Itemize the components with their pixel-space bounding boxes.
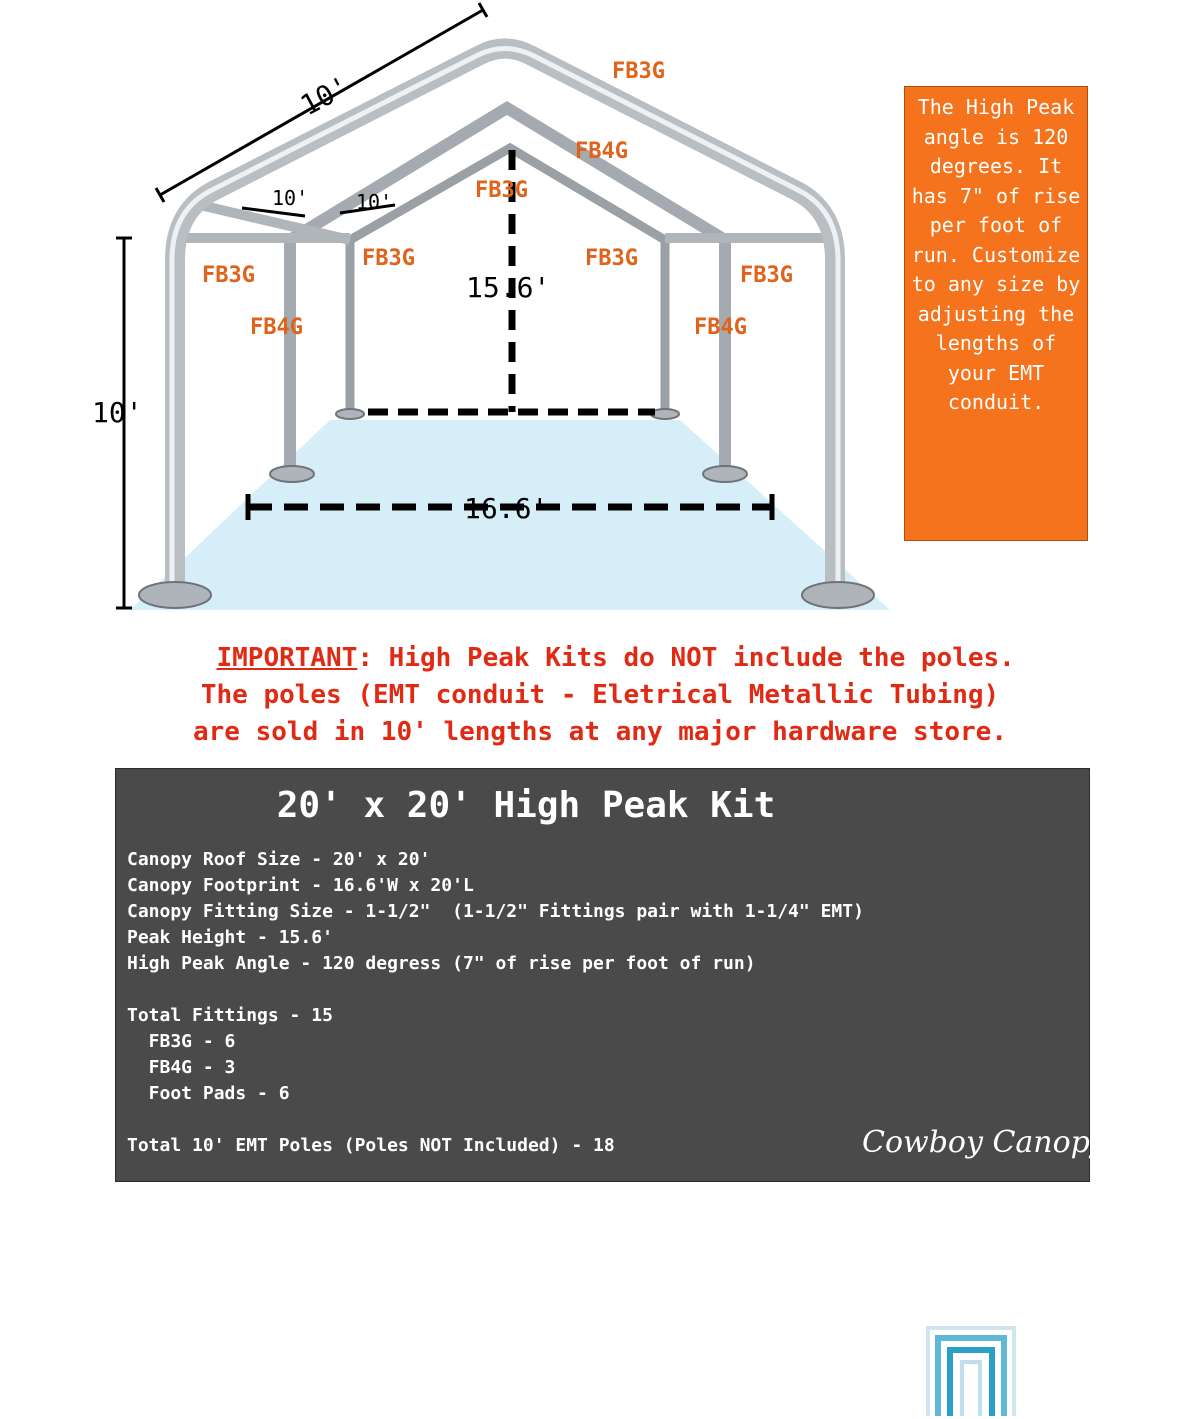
spec-line: Canopy Fitting Size - 1-1/2" (1-1/2" Fit…: [127, 901, 864, 922]
spec-line: Foot Pads - 6: [127, 1083, 290, 1104]
peak-angle-note: The High Peak angle is 120 degrees. It h…: [904, 86, 1088, 541]
spec-line: FB4G - 3: [127, 1057, 236, 1078]
fitting-label-fb4g-middle: FB4G: [575, 139, 628, 164]
dimension-rafter-b: 10': [356, 190, 392, 214]
spec-line: FB3G - 6: [127, 1031, 236, 1052]
spec-line: [127, 977, 864, 1003]
dimension-width: 16.6': [464, 492, 548, 525]
foot-pad: [138, 581, 212, 609]
important-notice: IMPORTANT: High Peak Kits do NOT include…: [0, 640, 1200, 751]
kit-spec-title: 20' x 20' High Peak Kit: [276, 785, 776, 826]
fitting-label-fb3g-left-inner: FB3G: [362, 246, 415, 271]
spec-line: Total 10' EMT Poles (Poles NOT Included)…: [127, 1135, 615, 1156]
dimension-peak-height: 15.6': [466, 271, 550, 304]
kit-spec-list: Canopy Roof Size - 20' x 20' Canopy Foot…: [127, 847, 864, 1159]
fitting-label-fb4g-right: FB4G: [694, 315, 747, 340]
floor-area: [130, 420, 890, 610]
spec-line: Total Fittings - 15: [127, 1005, 333, 1026]
foot-pad: [801, 581, 875, 609]
middle-frame: [284, 100, 731, 476]
foot-pad: [269, 465, 315, 483]
important-line-1-text: : High Peak Kits do NOT include the pole…: [357, 643, 1015, 673]
peak-angle-note-text: The High Peak angle is 120 degrees. It h…: [911, 95, 1081, 414]
canopy-frame-diagram: FB3G FB4G FB3G FB3G FB3G FB3G FB3G FB4G …: [92, 2, 890, 610]
side-rails: [185, 200, 830, 245]
kit-spec-panel: 20' x 20' High Peak Kit Canopy Roof Size…: [115, 768, 1090, 1416]
fitting-label-fb3g-right-outer: FB3G: [740, 263, 793, 288]
fitting-label-fb3g-inner-peak: FB3G: [475, 178, 528, 203]
dimension-lines: [116, 2, 775, 610]
back-frame: [345, 142, 670, 417]
spec-line: Canopy Roof Size - 20' x 20': [127, 849, 431, 870]
spec-line: [127, 1107, 864, 1133]
fitting-label-fb3g-peak: FB3G: [612, 59, 665, 84]
important-line-2: The poles (EMT conduit - Eletrical Metal…: [200, 680, 1000, 710]
spec-line: Peak Height - 15.6': [127, 927, 333, 948]
foot-pads: [138, 408, 875, 609]
dimension-side-height: 10': [92, 396, 143, 429]
cowboy-canopy-logo-text: Cowboy Canopy: [862, 1125, 1107, 1160]
dimension-rafter-a: 10': [272, 186, 308, 210]
important-line-3: are sold in 10' lengths at any major har…: [193, 717, 1007, 747]
fitting-label-fb3g-left-outer: FB3G: [202, 263, 255, 288]
foot-pad: [335, 408, 365, 420]
fitting-label-fb3g-right-inner: FB3G: [585, 246, 638, 271]
spec-line: Canopy Footprint - 16.6'W x 20'L: [127, 875, 474, 896]
cowboy-canopy-logo-icon: [926, 1326, 1016, 1416]
foot-pad: [702, 465, 748, 483]
spec-line: High Peak Angle - 120 degress (7" of ris…: [127, 953, 756, 974]
important-lead: IMPORTANT: [216, 643, 358, 673]
fitting-label-fb4g-left: FB4G: [250, 315, 303, 340]
important-line-1: IMPORTANT: High Peak Kits do NOT include…: [0, 640, 1200, 677]
foot-pad: [650, 408, 680, 420]
front-frame-highlight: [169, 46, 841, 593]
